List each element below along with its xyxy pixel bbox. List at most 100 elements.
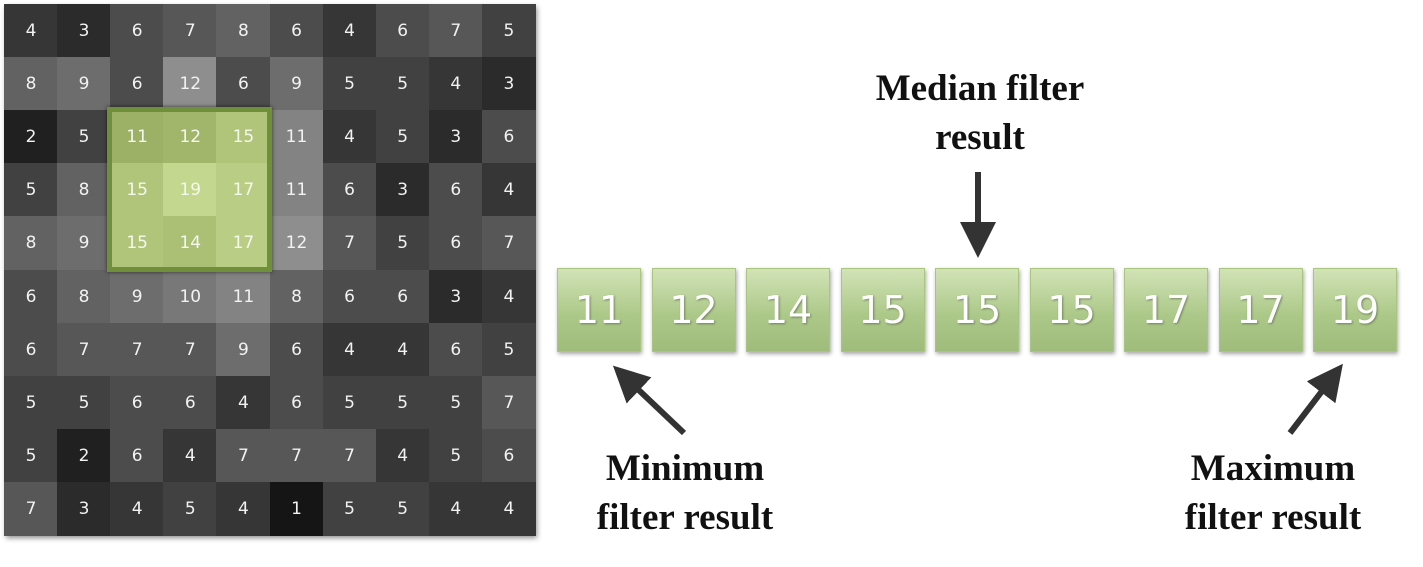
grid-cell: 2: [57, 428, 112, 483]
grid-cell: 4: [110, 481, 165, 536]
grid-cell: 5: [322, 375, 377, 430]
grid-cell: 6: [4, 322, 58, 377]
grid-cell: 8: [4, 216, 58, 271]
grid-cell: 19: [163, 163, 218, 218]
grid-cell: 17: [216, 163, 271, 218]
grid-cell: 8: [216, 4, 271, 58]
grid-cell: 5: [57, 375, 112, 430]
grid-cell: 6: [322, 269, 377, 324]
grid-cell: 6: [110, 57, 165, 112]
grid-cell: 3: [428, 110, 483, 165]
grid-cell: 11: [110, 110, 165, 165]
sorted-value-box: 15: [935, 268, 1019, 352]
grid-cell: 4: [322, 4, 377, 58]
grid-cell: 6: [428, 163, 483, 218]
grid-cell: 11: [216, 269, 271, 324]
grid-cell: 5: [4, 375, 58, 430]
grid-cell: 4: [481, 481, 536, 536]
grid-cell: 6: [481, 110, 536, 165]
grid-cell: 7: [428, 4, 483, 58]
grid-cell: 10: [163, 269, 218, 324]
grid-cell: 3: [57, 481, 112, 536]
grid-cell: 8: [57, 269, 112, 324]
grid-cell: 4: [216, 375, 271, 430]
minimum-label: Minimum filter result: [520, 444, 850, 542]
grid-cell: 5: [481, 322, 536, 377]
grid-cell: 5: [375, 57, 430, 112]
grid-cell: 1: [269, 481, 324, 536]
grid-cell: 7: [216, 428, 271, 483]
grid-cell: 9: [269, 57, 324, 112]
grid-cell: 7: [57, 322, 112, 377]
grid-cell: 3: [375, 163, 430, 218]
sorted-value-box: 12: [651, 268, 736, 352]
grid-cell: 12: [269, 216, 324, 271]
grid-cell: 5: [428, 375, 483, 430]
sorted-value-box: 11: [557, 268, 641, 352]
grid-cell: 6: [375, 269, 430, 324]
sorted-value-box: 19: [1313, 268, 1397, 352]
grid-cell: 5: [375, 216, 430, 271]
grid-cell: 5: [4, 428, 58, 483]
grid-cell: 6: [4, 269, 58, 324]
grid-cell: 6: [163, 375, 218, 430]
grid-cell: 7: [481, 375, 536, 430]
grid-cell: 15: [216, 110, 271, 165]
grid-cell: 17: [216, 216, 271, 271]
grid-cell: 4: [428, 57, 483, 112]
grid-cell: 6: [269, 375, 324, 430]
median-label: Median filter result: [810, 64, 1150, 162]
sorted-value-box: 14: [746, 268, 830, 352]
grid-cell: 15: [110, 163, 165, 218]
grid-cell: 9: [57, 57, 112, 112]
grid-cell: 4: [428, 481, 483, 536]
grid-cell: 7: [322, 216, 377, 271]
grid-cell: 5: [375, 375, 430, 430]
grid-cell: 14: [163, 216, 218, 271]
grid-cell: 6: [110, 4, 165, 58]
grid-cell: 6: [216, 57, 271, 112]
grid-cell: 11: [269, 163, 324, 218]
grid-cell: 4: [375, 322, 430, 377]
grid-cell: 5: [375, 110, 430, 165]
grid-cell: 6: [375, 4, 430, 58]
grid-cell: 3: [481, 57, 536, 112]
minimum-label-line-1: Minimum: [605, 448, 765, 489]
grid-cell: 6: [110, 428, 165, 483]
median-label-line-2: result: [935, 117, 1025, 158]
grid-cell: 5: [428, 428, 483, 483]
grid-cell: 6: [269, 4, 324, 58]
grid-cell: 12: [163, 110, 218, 165]
grid-cell: 6: [269, 322, 324, 377]
grid-cell: 6: [322, 163, 377, 218]
grid-cell: 2: [4, 110, 58, 165]
sorted-value-box: 15: [840, 268, 925, 352]
grid-cell: 4: [322, 110, 377, 165]
sorted-value-box: 15: [1029, 268, 1114, 352]
maximum-arrow: [1287, 363, 1343, 435]
minimum-label-line-2: filter result: [596, 497, 774, 538]
grid-cell: 7: [4, 481, 58, 536]
grid-cell: 7: [269, 428, 324, 483]
grid-cell: 6: [428, 322, 483, 377]
grid-cell: 7: [481, 216, 536, 271]
sorted-value-box: 17: [1218, 268, 1303, 352]
grid-cell: 6: [481, 428, 536, 483]
grid-cell: 5: [322, 481, 377, 536]
grid-cell: 4: [481, 163, 536, 218]
median-label-line-1: Median filter: [875, 68, 1085, 109]
grid-cell: 4: [163, 428, 218, 483]
grid-cell: 3: [428, 269, 483, 324]
grid-cell: 4: [4, 4, 58, 58]
grid-cell: 4: [481, 269, 536, 324]
grid-cell: 5: [481, 4, 536, 58]
grid-cell: 7: [322, 428, 377, 483]
grid-cell: 8: [57, 163, 112, 218]
grid-cell: 4: [216, 481, 271, 536]
grid-cell: 9: [57, 216, 112, 271]
grid-cell: 7: [110, 322, 165, 377]
grid-cell: 5: [57, 110, 112, 165]
grid-cell: 7: [163, 4, 218, 58]
maximum-label: Maximum filter result: [1108, 444, 1423, 542]
grid-cell: 7: [163, 322, 218, 377]
